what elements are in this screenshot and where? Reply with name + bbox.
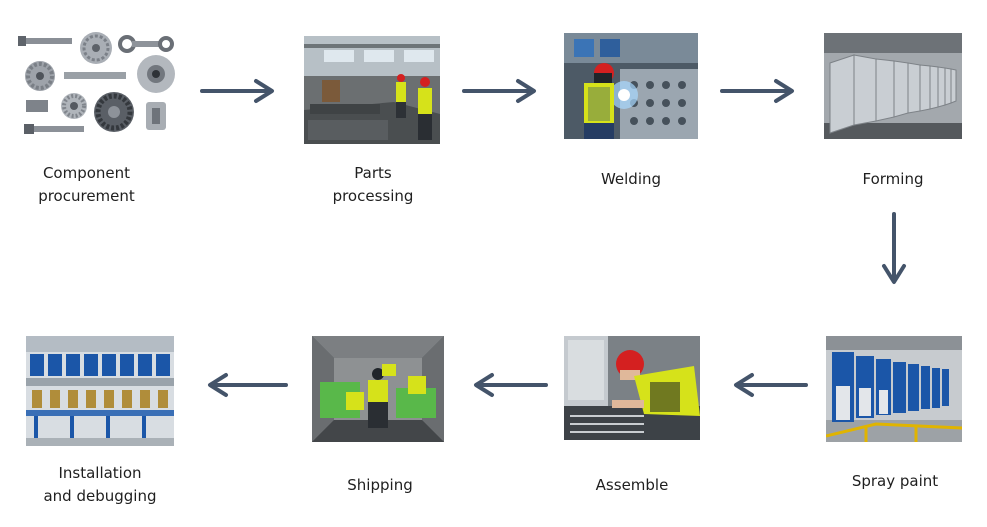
step-7-label: Shipping <box>347 476 413 494</box>
arrow-right-icon <box>720 78 798 104</box>
painted-cabinets-icon <box>826 336 962 442</box>
step-3-image <box>564 33 698 139</box>
step-1-label: Component procurement <box>38 164 135 205</box>
step-7-image <box>312 336 444 442</box>
step-4-image <box>824 33 962 139</box>
formed-panels-icon <box>824 33 962 139</box>
gear-parts-icon <box>14 30 179 140</box>
arrow-right-icon <box>200 78 278 104</box>
installed-line-icon <box>26 336 174 446</box>
step-5-image <box>826 336 962 442</box>
step-8-label: Installation and debugging <box>43 464 157 505</box>
factory-workers-icon <box>304 36 440 144</box>
step-3-label: Welding <box>600 170 662 188</box>
step-2-label: Parts processing <box>332 164 414 205</box>
assembly-worker-icon <box>564 336 700 440</box>
step-2-image <box>304 36 440 144</box>
arrow-right-icon <box>462 78 540 104</box>
welder-icon <box>564 33 698 139</box>
step-5-label: Spray paint <box>851 472 939 490</box>
arrow-left-icon <box>204 372 288 398</box>
step-1-image <box>14 30 179 140</box>
arrow-down-icon <box>880 212 908 288</box>
step-6-image <box>564 336 700 440</box>
step-6-label: Assemble <box>595 476 669 494</box>
step-4-label: Forming <box>862 170 924 188</box>
arrow-left-icon <box>730 372 808 398</box>
arrow-left-icon <box>470 372 548 398</box>
container-loading-icon <box>312 336 444 442</box>
step-8-image <box>26 336 174 446</box>
